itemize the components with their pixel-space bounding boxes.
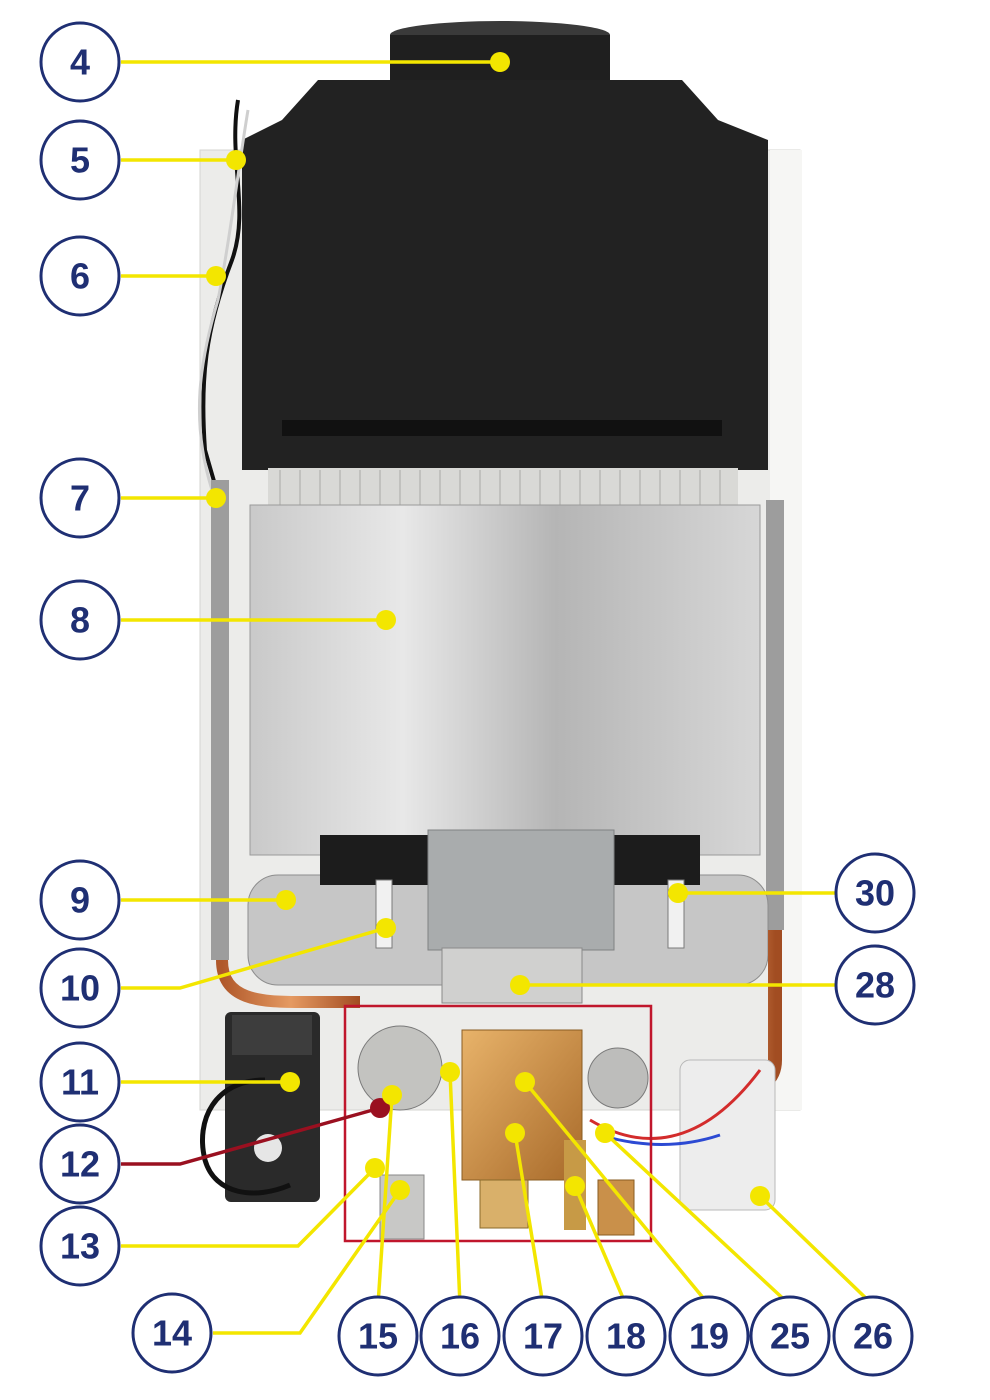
callout-number: 8 xyxy=(70,600,90,641)
callout-28: 28 xyxy=(834,944,916,1026)
valve-body xyxy=(461,1029,583,1181)
callout-dot-19 xyxy=(515,1072,535,1092)
callout-dot-8 xyxy=(376,610,396,630)
callout-7: 7 xyxy=(39,457,121,539)
flue-hood xyxy=(242,80,768,470)
callout-25: 25 xyxy=(749,1295,831,1377)
pilot-bracket xyxy=(441,947,583,1004)
heater-photo xyxy=(197,21,802,1240)
callout-dot-7 xyxy=(206,488,226,508)
callout-14: 14 xyxy=(131,1292,213,1374)
callout-line-15 xyxy=(376,1094,394,1306)
callout-5: 5 xyxy=(39,119,121,201)
callout-line-10 xyxy=(121,926,387,990)
callout-line-18 xyxy=(573,1185,628,1306)
valve-inlet-center xyxy=(479,1179,529,1229)
callout-dot-13 xyxy=(365,1158,385,1178)
callout-line-12 xyxy=(121,1106,381,1166)
callout-number: 19 xyxy=(689,1316,729,1357)
callout-11: 11 xyxy=(39,1041,121,1123)
callout-line-26 xyxy=(758,1194,875,1307)
callout-badges: 4 5 6 7 8 9 10 11 12 13 14 xyxy=(39,21,916,1377)
callout-dot-4 xyxy=(490,52,510,72)
callout-line-25 xyxy=(603,1131,792,1307)
callout-8: 8 xyxy=(39,579,121,661)
callout-dot-12 xyxy=(370,1098,390,1118)
callout-number: 30 xyxy=(855,873,895,914)
callout-10: 10 xyxy=(39,947,121,1029)
callout-dot-11 xyxy=(280,1072,300,1092)
battery-box-top xyxy=(232,1015,312,1055)
callout-dot-6 xyxy=(206,266,226,286)
callout-12: 12 xyxy=(39,1123,121,1205)
callout-number: 25 xyxy=(770,1316,810,1357)
callout-line-14 xyxy=(213,1188,402,1335)
callout-number: 9 xyxy=(70,880,90,921)
blue-wire xyxy=(599,1133,721,1146)
hood-lip xyxy=(282,420,722,436)
callout-30: 30 xyxy=(834,852,916,934)
callout-dot-15 xyxy=(382,1085,402,1105)
callout-dot-16 xyxy=(440,1062,460,1082)
callout-17: 17 xyxy=(502,1295,584,1377)
callout-dot-26 xyxy=(750,1186,770,1206)
callout-dot-28 xyxy=(510,975,530,995)
callout-6: 6 xyxy=(39,235,121,317)
callout-dot-5 xyxy=(226,150,246,170)
callout-line-17 xyxy=(513,1132,545,1306)
callout-dots xyxy=(206,52,770,1206)
callout-number: 26 xyxy=(853,1316,893,1357)
coil-pipe-sides xyxy=(211,480,784,960)
electrode-left xyxy=(375,879,393,949)
valve-highlight-box xyxy=(343,1004,653,1243)
callout-16: 16 xyxy=(419,1295,501,1377)
callout-line-13 xyxy=(121,1166,377,1248)
callout-number: 10 xyxy=(60,968,100,1009)
callout-dot-14 xyxy=(390,1180,410,1200)
callout-dot-17 xyxy=(505,1123,525,1143)
callout-number: 4 xyxy=(70,42,90,83)
valve-disc-right xyxy=(587,1047,649,1109)
callout-line-19 xyxy=(523,1080,711,1307)
callout-number: 17 xyxy=(523,1316,563,1357)
callout-13: 13 xyxy=(39,1205,121,1287)
callout-dot-9 xyxy=(276,890,296,910)
callout-number: 13 xyxy=(60,1226,100,1267)
callout-line-16 xyxy=(448,1071,462,1306)
callout-4: 4 xyxy=(39,21,121,103)
callout-18: 18 xyxy=(585,1295,667,1377)
callout-dot-10 xyxy=(376,918,396,938)
burner-cover xyxy=(427,829,615,951)
copper-pipe-left xyxy=(216,959,360,1008)
callout-dot-25 xyxy=(595,1123,615,1143)
callout-number: 6 xyxy=(70,256,90,297)
callout-number: 7 xyxy=(70,478,90,519)
callout-number: 15 xyxy=(358,1316,398,1357)
callout-number: 14 xyxy=(152,1313,192,1354)
wire-left-2 xyxy=(197,109,250,491)
callout-26: 26 xyxy=(832,1295,914,1377)
callout-number: 11 xyxy=(61,1062,99,1103)
callout-dot-18 xyxy=(565,1176,585,1196)
cable-loop xyxy=(200,1077,291,1196)
callout-number: 12 xyxy=(60,1144,100,1185)
callout-number: 16 xyxy=(440,1316,480,1357)
callout-number: 28 xyxy=(855,965,895,1006)
callout-19: 19 xyxy=(668,1295,750,1377)
callout-number: 5 xyxy=(70,140,90,181)
callout-9: 9 xyxy=(39,859,121,941)
callout-dot-30 xyxy=(668,883,688,903)
callout-lines xyxy=(121,60,875,1335)
coil-pipes xyxy=(219,459,796,781)
callout-number: 18 xyxy=(606,1316,646,1357)
callout-15: 15 xyxy=(337,1295,419,1377)
battery-box xyxy=(225,1012,320,1202)
